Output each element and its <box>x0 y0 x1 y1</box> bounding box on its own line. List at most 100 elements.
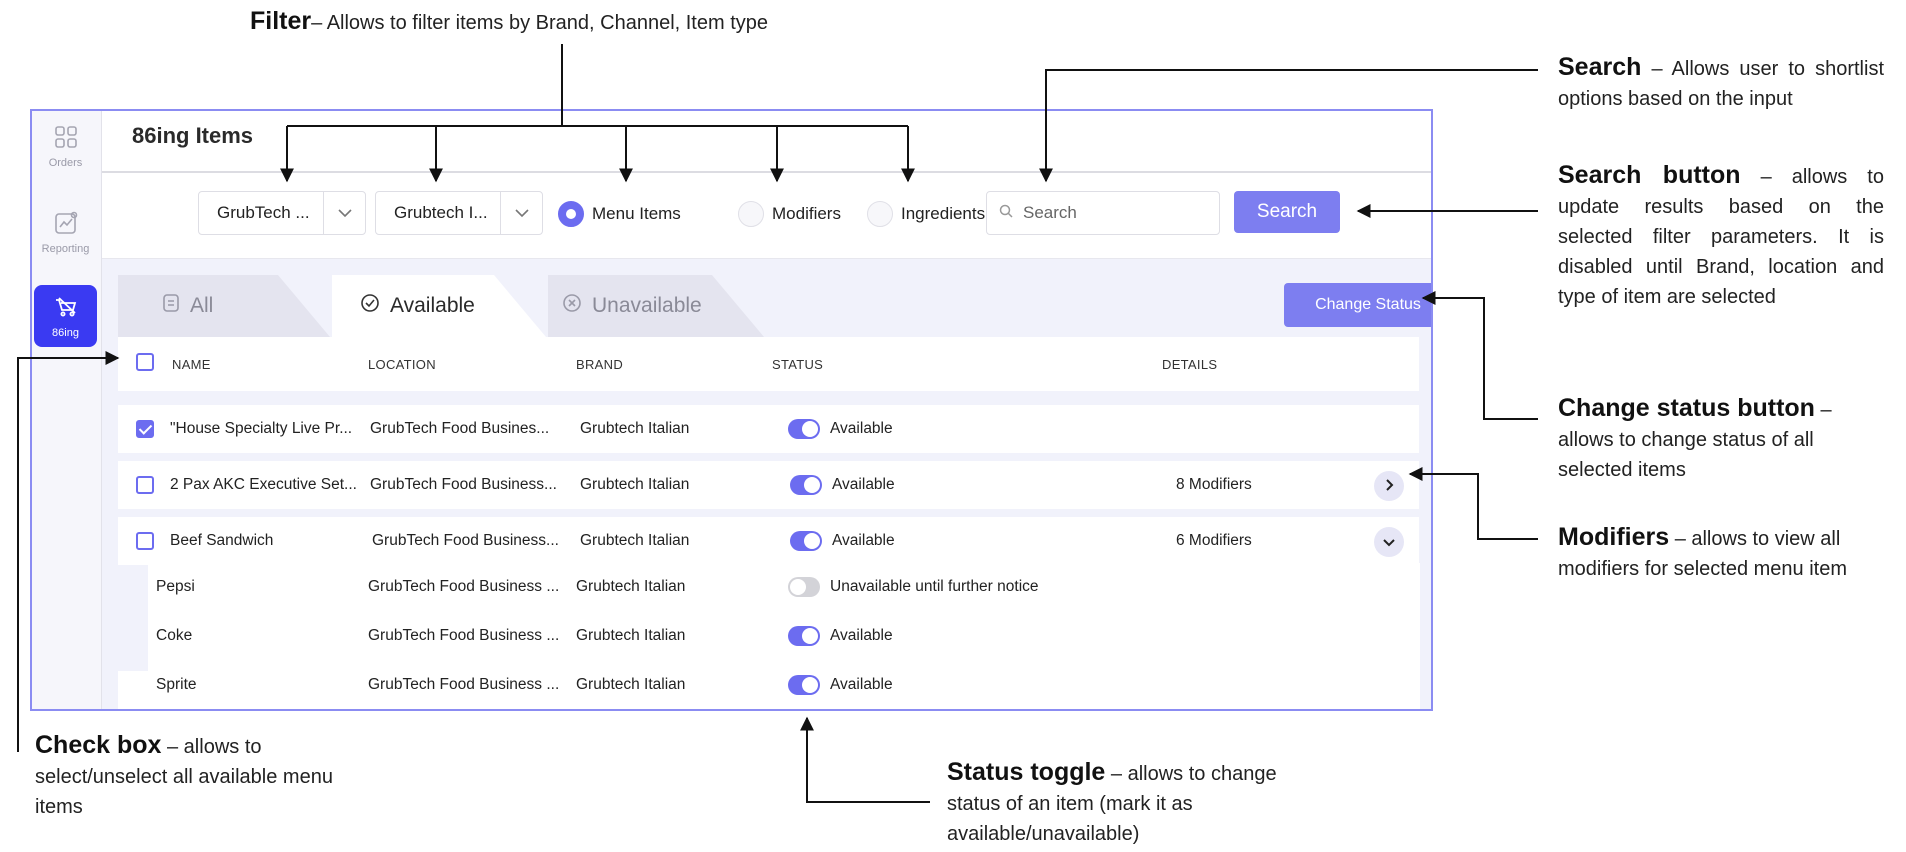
document-icon <box>162 293 190 319</box>
search-input[interactable] <box>1023 203 1193 223</box>
item-brand: Grubtech Italian <box>580 532 690 549</box>
rail-item-reporting[interactable]: Reporting <box>34 201 97 263</box>
item-status: Available <box>830 420 893 437</box>
column-header-brand: BRAND <box>576 357 624 372</box>
modifier-brand: Grubtech Italian <box>576 627 686 644</box>
table-row[interactable]: "House Specialty Live Pr... GrubTech Foo… <box>118 405 1419 453</box>
modifier-name: Sprite <box>156 676 197 693</box>
tab-all[interactable]: All <box>118 275 330 337</box>
radio-button[interactable] <box>867 201 893 227</box>
modifier-row[interactable]: Sprite GrubTech Food Business ... Grubte… <box>148 661 1420 709</box>
side-rail: Orders Reporting 86ing <box>32 111 102 709</box>
radio-label: Menu Items <box>592 204 681 223</box>
collapse-modifiers-button[interactable] <box>1374 527 1404 557</box>
modifiers-list: Pepsi GrubTech Food Business ... Grubtec… <box>148 563 1420 709</box>
modifier-status: Unavailable until further notice <box>830 578 1039 595</box>
chevron-down-icon <box>500 192 542 234</box>
annotation-search-title: Search <box>1558 53 1642 81</box>
annotation-change-status-text: – allows to change status of all selecte… <box>1558 399 1832 481</box>
expand-modifiers-button[interactable] <box>1374 471 1404 501</box>
item-brand: Grubtech Italian <box>580 420 690 437</box>
radio-modifiers[interactable]: Modifiers <box>738 201 841 227</box>
rail-item-label: 86ing <box>52 326 79 339</box>
status-toggle[interactable] <box>790 531 822 551</box>
radio-button[interactable] <box>738 201 764 227</box>
modifier-row[interactable]: Coke GrubTech Food Business ... Grubtech… <box>148 612 1420 660</box>
item-location: GrubTech Food Busines... <box>370 420 550 437</box>
location-dropdown[interactable]: Grubtech I... <box>375 191 543 235</box>
search-field[interactable] <box>986 191 1220 235</box>
annotation-status-toggle-text: – allows to change status of an item (ma… <box>947 763 1277 845</box>
item-name: Beef Sandwich <box>170 532 274 549</box>
modifier-status: Available <box>830 627 893 644</box>
row-checkbox[interactable] <box>136 420 154 438</box>
top-bar: 86ing Items <box>102 111 1431 173</box>
cart-icon <box>53 294 79 323</box>
search-icon <box>987 204 1023 223</box>
item-location: GrubTech Food Business... <box>372 532 559 549</box>
search-button[interactable]: Search <box>1234 191 1340 233</box>
modifier-name: Pepsi <box>156 578 195 595</box>
annotation-check-box-title: Check box <box>35 731 162 759</box>
column-header-name: NAME <box>172 357 211 372</box>
modifiers-count: 8 Modifiers <box>1176 476 1252 493</box>
row-checkbox[interactable] <box>136 476 154 494</box>
rail-item-86ing[interactable]: 86ing <box>34 285 97 347</box>
table-row[interactable]: 2 Pax AKC Executive Set... GrubTech Food… <box>118 461 1419 509</box>
modifier-status: Available <box>830 676 893 693</box>
annotation-check-box-text: – allows to select/unselect all availabl… <box>35 736 333 818</box>
annotation-search-button-title: Search button <box>1558 161 1741 189</box>
radio-button[interactable] <box>558 201 584 227</box>
modifier-row[interactable]: Pepsi GrubTech Food Business ... Grubtec… <box>148 563 1420 611</box>
page-title: 86ing Items <box>132 123 254 148</box>
rail-item-orders[interactable]: Orders <box>34 115 97 177</box>
modifier-brand: Grubtech Italian <box>576 676 686 693</box>
annotation-filter-text: – Allows to filter items by Brand, Chann… <box>311 12 768 34</box>
item-status: Available <box>832 476 895 493</box>
annotation-search-button-text: – allows to update results based on the … <box>1558 166 1884 308</box>
radio-label: Modifiers <box>772 204 841 223</box>
status-toggle[interactable] <box>790 475 822 495</box>
annotation-modifiers-text: – allows to view all modifiers for selec… <box>1558 528 1848 580</box>
annotation-search-text: – Allows user to shortlist options based… <box>1558 58 1884 110</box>
status-toggle[interactable] <box>788 419 820 439</box>
radio-ingredients[interactable]: Ingredients <box>867 201 985 227</box>
status-toggle[interactable] <box>788 675 820 695</box>
annotation-check-box: Check box – allows to select/unselect al… <box>35 730 365 822</box>
annotation-status-toggle: Status toggle – allows to change status … <box>947 757 1287 849</box>
tab-label: Unavailable <box>592 294 702 317</box>
item-name: 2 Pax AKC Executive Set... <box>170 476 357 493</box>
brand-dropdown[interactable]: GrubTech ... <box>198 191 366 235</box>
modifier-location: GrubTech Food Business ... <box>368 578 560 595</box>
table-row[interactable]: Beef Sandwich GrubTech Food Business... … <box>118 517 1419 565</box>
annotation-search: Search – Allows user to shortlist option… <box>1558 52 1884 114</box>
status-toggle[interactable] <box>788 577 820 597</box>
radio-label: Ingredients <box>901 204 986 223</box>
brand-dropdown-value: GrubTech ... <box>217 203 310 222</box>
row-checkbox[interactable] <box>136 532 154 550</box>
x-circle-icon <box>562 293 592 319</box>
annotation-modifiers-title: Modifiers <box>1558 523 1670 551</box>
tab-label: Available <box>390 294 475 317</box>
modifier-name: Coke <box>156 627 193 644</box>
modifiers-count: 6 Modifiers <box>1176 532 1252 549</box>
annotation-status-toggle-title: Status toggle <box>947 758 1106 786</box>
change-status-button[interactable]: Change Status <box>1284 283 1431 327</box>
annotation-change-status-title: Change status button <box>1558 394 1815 422</box>
tab-label: All <box>190 294 214 317</box>
item-location: GrubTech Food Business... <box>370 476 557 493</box>
item-name: "House Specialty Live Pr... <box>170 420 353 437</box>
annotation-modifiers: Modifiers – allows to view all modifiers… <box>1558 522 1888 584</box>
annotation-filter: Filter– Allows to filter items by Brand,… <box>250 6 768 38</box>
chart-icon <box>53 210 79 239</box>
select-all-checkbox[interactable] <box>136 353 154 371</box>
app-frame-bottom-edge <box>30 709 1433 711</box>
item-brand: Grubtech Italian <box>580 476 690 493</box>
annotation-change-status: Change status button – allows to change … <box>1558 393 1884 485</box>
radio-menu-items[interactable]: Menu Items <box>558 201 681 227</box>
modifier-location: GrubTech Food Business ... <box>368 627 560 644</box>
filter-bar: GrubTech ... Grubtech I... Menu Items Mo… <box>102 173 1431 259</box>
table-header: NAME LOCATION BRAND STATUS DETAILS <box>118 337 1419 391</box>
chevron-down-icon <box>323 192 365 234</box>
status-toggle[interactable] <box>788 626 820 646</box>
